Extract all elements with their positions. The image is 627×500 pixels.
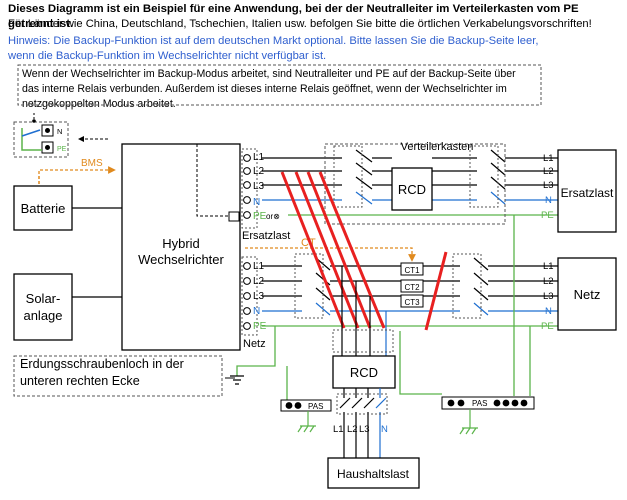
backup-port-label: Ersatzlast bbox=[242, 230, 290, 242]
grid-side-l3: L3 bbox=[543, 291, 554, 302]
red-cross-lines bbox=[280, 171, 448, 331]
pas-right-label: PAS bbox=[472, 399, 487, 408]
distribution-box-label: Verteilerkasten bbox=[401, 141, 474, 153]
grid-terminal-pe: PE bbox=[253, 321, 267, 332]
grid-terminal-l3: L3 bbox=[253, 291, 265, 302]
backup-port-frame bbox=[241, 148, 258, 229]
or-ground-symbol: or⊗ bbox=[266, 212, 280, 221]
grid-box bbox=[557, 257, 617, 331]
relay-n-label: N bbox=[57, 127, 62, 136]
hint-text: Hinweis: Die Backup-Funktion ist auf dem… bbox=[8, 35, 539, 62]
backup-load-label: Ersatzlast bbox=[561, 186, 614, 200]
backup-terminal-l1: L1 bbox=[253, 152, 265, 163]
grid-terminal-l2: L2 bbox=[253, 276, 265, 287]
backup-load-l3: L3 bbox=[543, 180, 554, 191]
backup-load-pe: PE bbox=[541, 210, 554, 221]
household-n: N bbox=[381, 424, 388, 435]
rcd-backup-label: RCD bbox=[398, 182, 426, 197]
household-l2: L2 bbox=[347, 424, 358, 435]
grid-side-l1: L1 bbox=[543, 261, 554, 272]
bms-label: BMS bbox=[81, 158, 103, 169]
pas-left-label: PAS bbox=[308, 402, 323, 411]
grid-side-n: N bbox=[545, 306, 552, 317]
grid-port-label: Netz bbox=[243, 338, 266, 350]
backup-terminal-l3: L3 bbox=[253, 181, 265, 192]
backup-load-n: N bbox=[545, 195, 552, 206]
ct3-label: CT3 bbox=[404, 298, 420, 307]
grid-port-frame bbox=[241, 256, 258, 336]
pas-right bbox=[441, 396, 535, 410]
ground-screw-note: Erdungsschraubenloch in der unteren rech… bbox=[20, 357, 184, 388]
ct-group: CT1 CT2 CT3 bbox=[400, 262, 424, 308]
backup-terminal-n: N bbox=[253, 197, 260, 208]
grid-terminal-n: N bbox=[253, 306, 260, 317]
ct1-label: CT1 bbox=[404, 266, 420, 275]
grid-terminal-l1: L1 bbox=[253, 261, 265, 272]
backup-terminal-pe: PE bbox=[253, 211, 267, 222]
rcd-backup bbox=[391, 167, 433, 211]
inverter-box bbox=[121, 143, 241, 351]
solar-box bbox=[13, 273, 73, 341]
pas-left bbox=[280, 399, 332, 412]
household-load-label: Haushaltslast bbox=[337, 467, 410, 481]
grid-side-l2: L2 bbox=[543, 276, 554, 287]
relay-pe-label: PE bbox=[57, 146, 67, 153]
backup-load-l1: L1 bbox=[543, 153, 554, 164]
relay-note-box bbox=[17, 64, 542, 106]
household-l3: L3 bbox=[359, 424, 370, 435]
solar-label-1: Solar- bbox=[26, 291, 61, 306]
backup-terminal-l2: L2 bbox=[253, 166, 265, 177]
internal-relay: N PE bbox=[13, 113, 69, 158]
relay-note: Wenn der Wechselrichter im Backup-Modus … bbox=[22, 68, 516, 110]
solar-label-2: anlage bbox=[23, 308, 62, 323]
household-l1: L1 bbox=[333, 424, 344, 435]
battery-label: Batterie bbox=[21, 201, 66, 216]
inverter-label-1: Hybrid bbox=[162, 236, 200, 251]
rcd-household-label: RCD bbox=[350, 365, 378, 380]
backup-load-box bbox=[557, 149, 617, 233]
header-line-1: Dieses Diagramm ist ein Beispiel für ein… bbox=[8, 3, 579, 30]
household-load-box bbox=[327, 457, 420, 489]
ct2-label: CT2 bbox=[404, 283, 420, 292]
ground-note-box bbox=[13, 355, 223, 397]
rcd-household bbox=[332, 355, 396, 389]
inverter-label-2: Wechselrichter bbox=[138, 252, 224, 267]
backup-load-l2: L2 bbox=[543, 166, 554, 177]
header-line-2: Für Länder wie China, Deutschland, Tsche… bbox=[8, 18, 592, 30]
grid-side-pe: PE bbox=[541, 321, 554, 332]
grid-label: Netz bbox=[574, 287, 601, 302]
